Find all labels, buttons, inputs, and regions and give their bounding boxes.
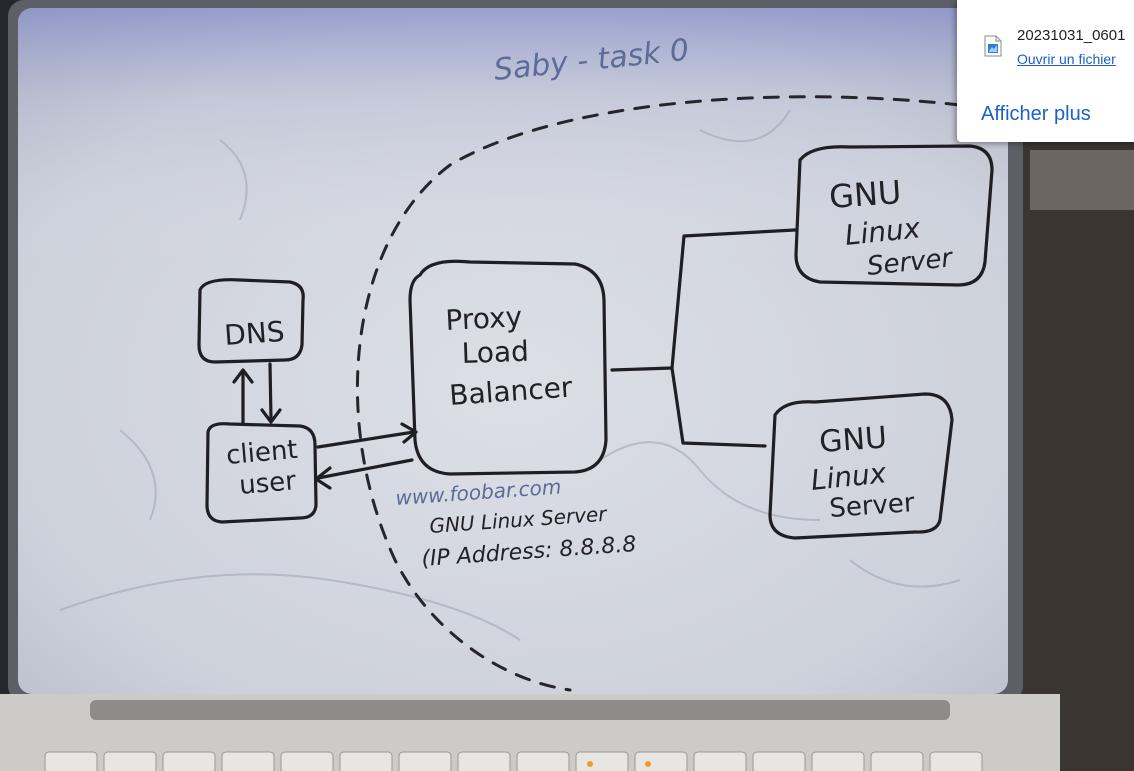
server-bottom-box — [768, 392, 954, 540]
laptop-hinge — [90, 700, 950, 720]
client-box — [205, 422, 318, 524]
dns-box — [197, 278, 305, 364]
server-top-box — [794, 144, 994, 287]
network-boundary — [356, 95, 962, 692]
download-notification: 20231031_0601 Ouvrir un fichier Afficher… — [957, 0, 1134, 142]
key-led — [645, 761, 651, 767]
server-bottom-linux-label: Linux — [809, 456, 888, 497]
arrow-head-down — [260, 408, 282, 424]
server-top-linux-label: Linux — [843, 211, 922, 252]
radiator — [1030, 150, 1134, 210]
client-to-dns-line — [268, 362, 273, 422]
marble-veins — [59, 109, 961, 641]
server-bottom-server-label: Server — [828, 488, 915, 524]
connector — [610, 228, 797, 372]
show-more-link[interactable]: Afficher plus — [981, 103, 1091, 125]
user-label: user — [238, 466, 297, 501]
image-file-icon — [984, 35, 1002, 57]
connector-branch — [670, 366, 767, 448]
open-file-link[interactable]: Ouvrir un fichier — [1017, 51, 1116, 67]
proxy-to-client-line — [316, 458, 414, 480]
server-top-gnu-label: GNU — [828, 173, 903, 216]
arrow-head-right — [400, 422, 418, 444]
dns-label: DNS — [223, 315, 285, 352]
load-label: Load — [461, 335, 529, 370]
key-led — [587, 761, 593, 767]
client-label: client — [225, 435, 299, 471]
arrow-head-left — [314, 466, 332, 490]
arrow-head-up — [232, 368, 254, 384]
client-to-proxy-line — [316, 430, 416, 449]
keyboard-row — [44, 751, 983, 771]
proxy-label: Proxy — [445, 300, 523, 337]
server-bottom-gnu-label: GNU — [818, 420, 888, 460]
proxy-box — [408, 259, 608, 476]
file-name: 20231031_0601 — [1017, 27, 1126, 44]
